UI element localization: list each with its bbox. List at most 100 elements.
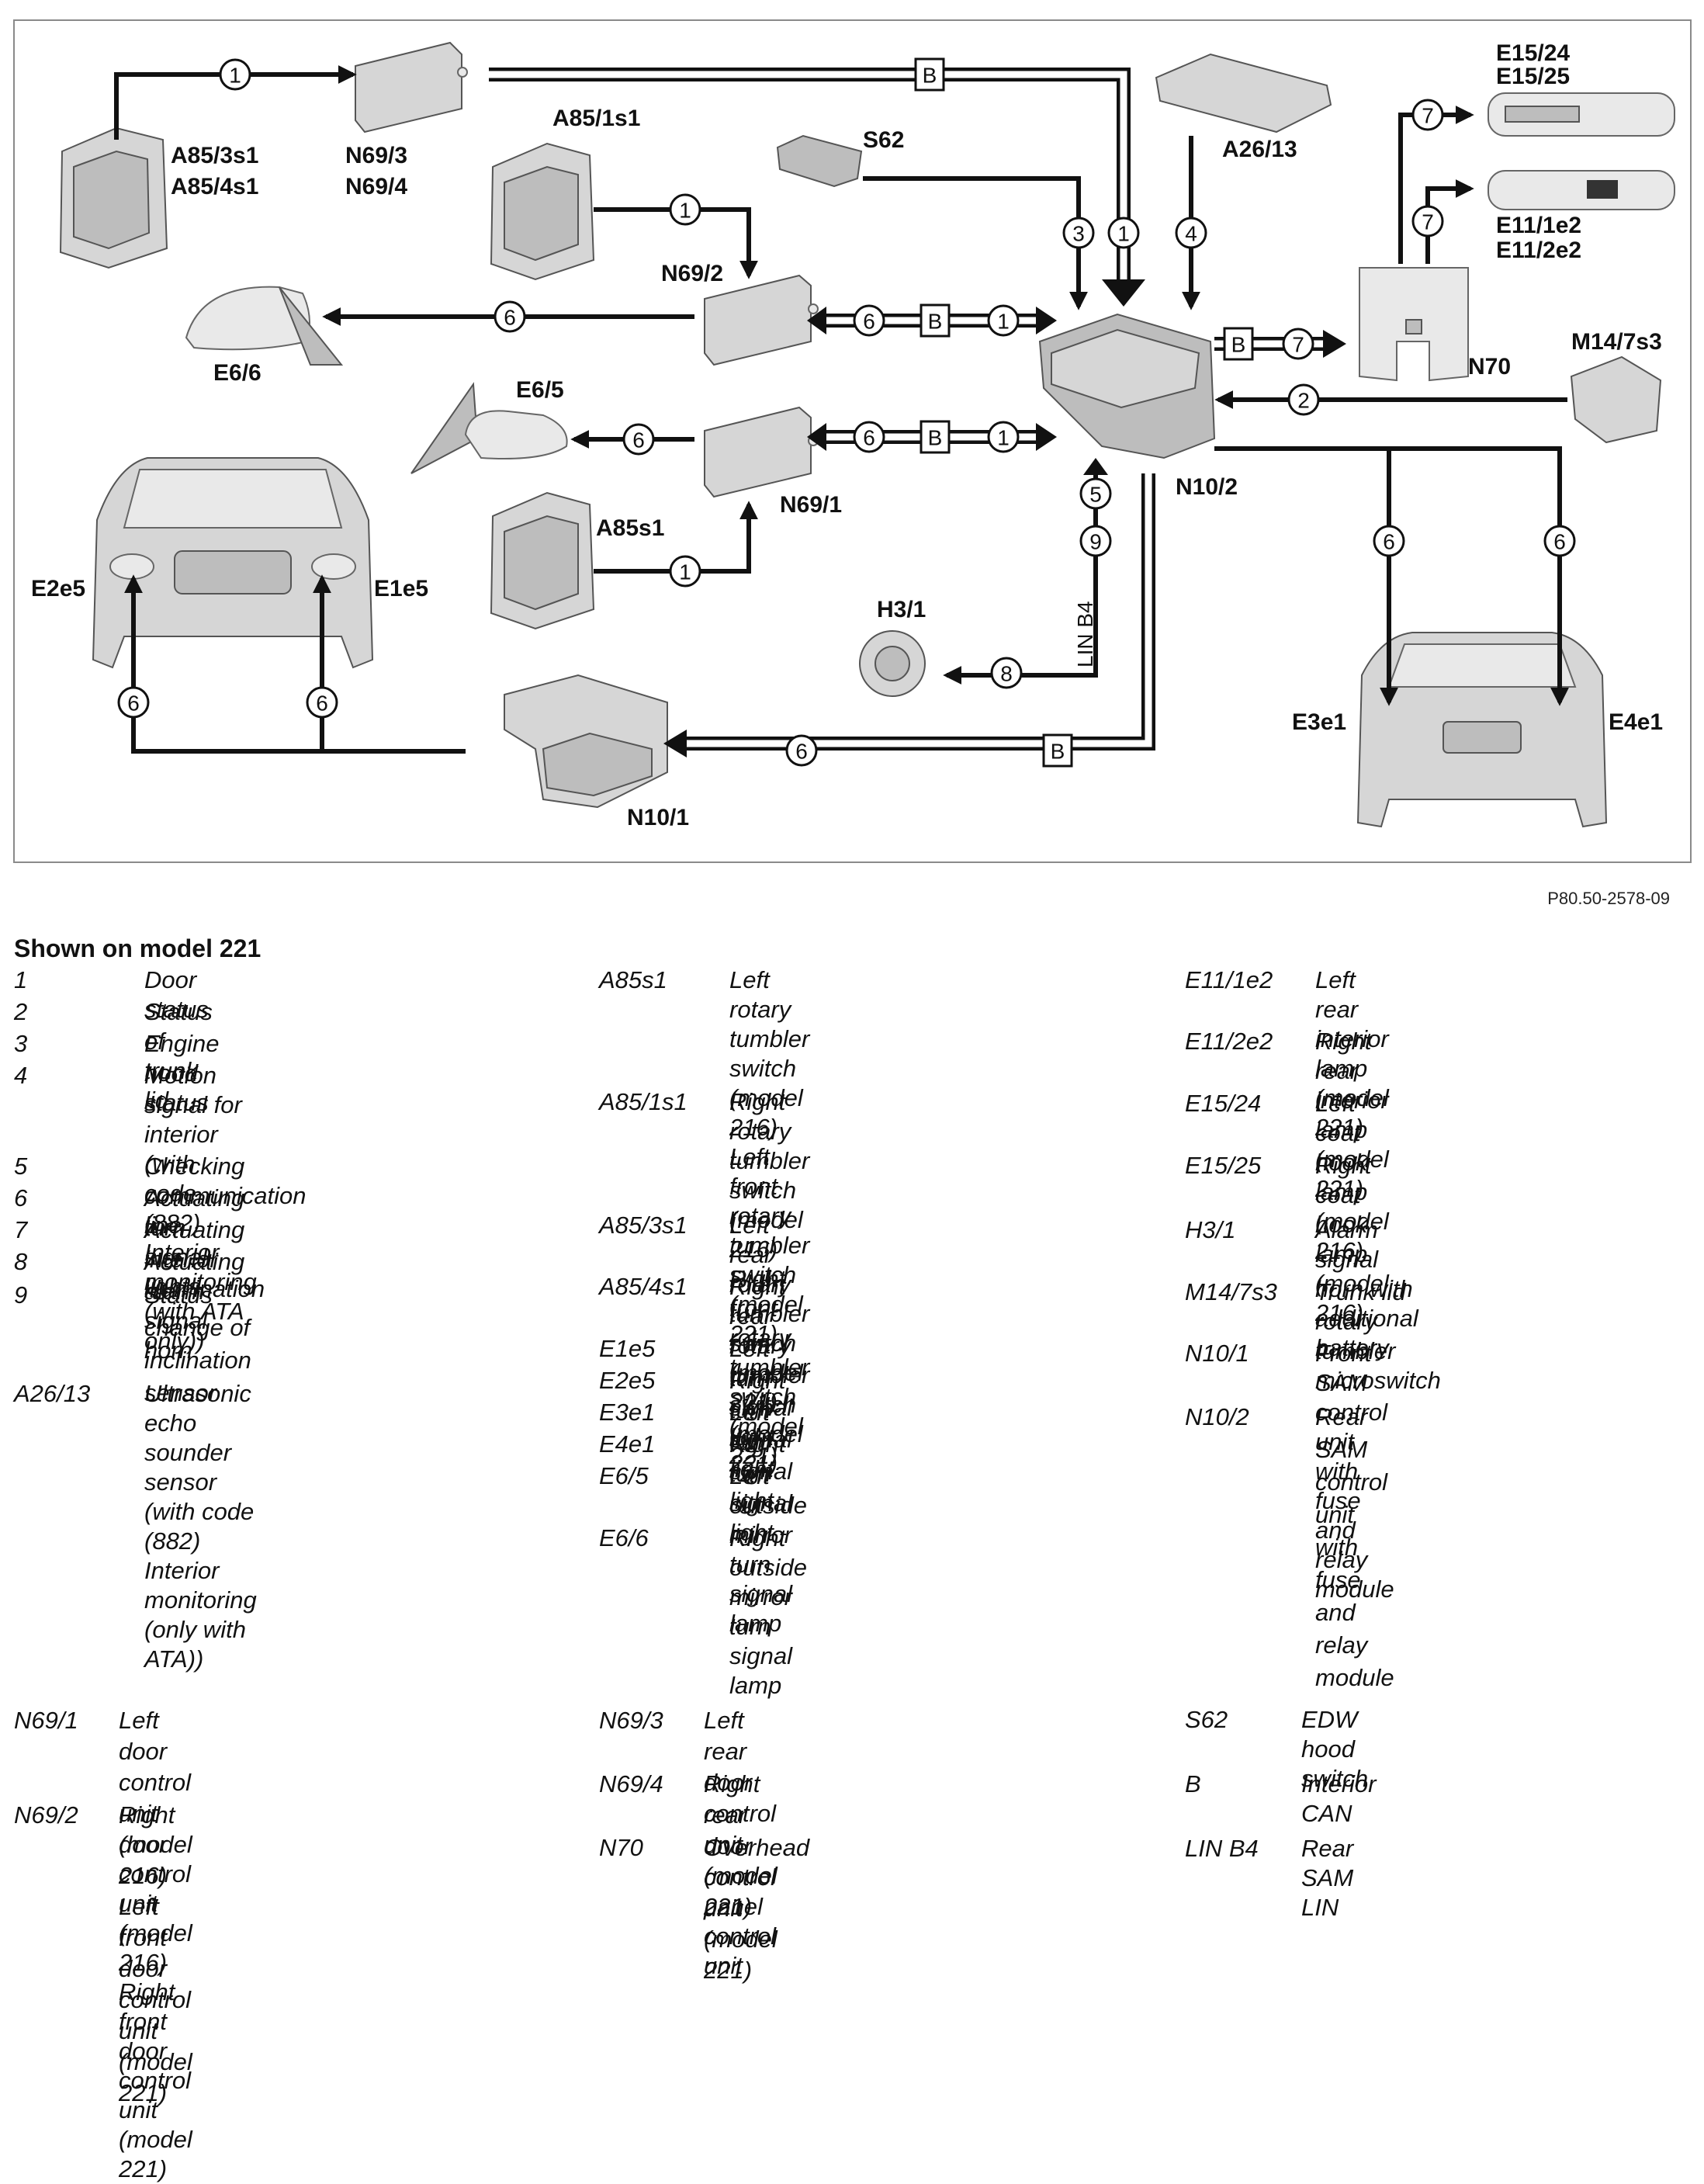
component-a26-13 <box>1155 53 1332 133</box>
label-e4e1: E4e1 <box>1609 709 1663 735</box>
legend-value: Right rear interior lamp (model 221) <box>1315 1028 1389 1202</box>
legend-key: E3e1 <box>599 1399 656 1426</box>
legend-key: E6/6 <box>599 1524 649 1551</box>
svg-text:B: B <box>1051 740 1065 764</box>
label-e3e1: E3e1 <box>1292 709 1346 735</box>
component-a85s1 <box>490 491 595 630</box>
label-e1e5: E1e5 <box>374 576 428 601</box>
legend-key: N70 <box>599 1834 643 1861</box>
svg-text:6: 6 <box>863 310 875 334</box>
legend-value: Right rear rotary tumbler switch (model … <box>729 1273 810 1477</box>
legend-key: E15/25 <box>1185 1152 1262 1179</box>
label-a85-4s1: A85/4s1 <box>171 174 258 199</box>
legend-value: Actuating alarm signal horn <box>144 1248 245 1364</box>
legend-key: 9 <box>14 1281 28 1309</box>
legend-key: A85/1s1 <box>599 1088 687 1115</box>
signal-marker-2: 2 <box>1287 383 1320 416</box>
component-rear-car <box>1356 632 1608 828</box>
signal-marker-6-front-right: 6 <box>306 686 338 719</box>
svg-text:3: 3 <box>1072 222 1085 246</box>
signal-marker-9: 9 <box>1079 525 1112 557</box>
signal-marker-6-rear-right: 6 <box>1543 525 1576 557</box>
svg-text:5: 5 <box>1089 483 1102 507</box>
legend-key: LIN B4 <box>1185 1835 1259 1862</box>
legend-value: Right coat hook lamp (model 216) <box>1315 1152 1389 1326</box>
legend-value: Ultrasonic echo sounder sensor (with cod… <box>144 1380 257 1673</box>
component-a85-1s1 <box>490 142 595 281</box>
legend-key: B <box>1185 1770 1201 1797</box>
signal-marker-1-can: 1 <box>1107 217 1140 249</box>
label-e2e5: E2e5 <box>31 576 85 601</box>
legend-value: Actuating turn signal lights <box>144 1184 245 1300</box>
signal-marker-6-e6-5: 6 <box>622 423 655 456</box>
svg-text:6: 6 <box>1553 530 1566 554</box>
legend-value: Overhead control panel control unit <box>704 1834 810 1979</box>
wiring-diagram: 1 1 3 1 4 7 7 6 6 1 7 2 <box>31 40 1675 830</box>
legend-key: E2e5 <box>599 1367 656 1394</box>
label-n70: N70 <box>1468 354 1511 380</box>
svg-text:B: B <box>928 426 943 450</box>
svg-text:6: 6 <box>127 692 140 716</box>
signal-marker-8: 8 <box>990 657 1023 689</box>
legend-key: M14/7s3 <box>1185 1278 1277 1305</box>
svg-text:6: 6 <box>632 428 645 452</box>
legend-value: Actuating interior illumination <box>144 1216 265 1302</box>
legend-value: Left coat hook lamp (model 216) <box>1315 1090 1389 1264</box>
legend-value: Right outside mirror turn signal lamp <box>729 1524 807 1699</box>
label-a26-13: A26/13 <box>1222 137 1297 162</box>
bus-box-b-n70: B <box>1223 327 1254 361</box>
label-n69-2: N69/2 <box>661 261 723 286</box>
label-s62: S62 <box>863 127 904 153</box>
legend-key: N69/1 <box>14 1707 78 1734</box>
component-n69-2 <box>704 274 819 366</box>
legend-value: Left rotary tumbler switch (model 216) L… <box>729 966 810 1347</box>
component-n70 <box>1359 267 1469 382</box>
legend-value: Door status <box>144 966 209 1023</box>
signal-marker-7-upper: 7 <box>1411 99 1444 131</box>
legend-key: 3 <box>14 1030 28 1057</box>
legend-key: 7 <box>14 1216 28 1243</box>
component-n69-3 <box>355 41 468 133</box>
svg-text:B: B <box>928 310 943 334</box>
svg-text:9: 9 <box>1089 530 1102 554</box>
svg-text:B: B <box>923 64 937 88</box>
legend-value: Trunk lid rotary tumbler microswitch <box>1315 1278 1441 1394</box>
component-e6-5 <box>410 382 568 474</box>
signal-marker-1-a85-1s1: 1 <box>669 193 701 226</box>
label-e6-6: E6/6 <box>213 360 261 386</box>
figure-code: P80.50-2578-09 <box>1547 889 1670 908</box>
label-a85s1: A85s1 <box>596 515 664 541</box>
component-front-car <box>92 457 374 669</box>
signal-marker-1-n69-2: 1 <box>987 304 1020 337</box>
legend-key: 4 <box>14 1062 28 1089</box>
legend-value: Interior CAN <box>1301 1770 1377 1827</box>
signal-marker-6-front-left: 6 <box>117 686 150 719</box>
legend-value: Right turn signal light <box>729 1430 792 1546</box>
legend-value: Engine hood status <box>144 1030 220 1116</box>
legend-value: Left outside mirror turn signal lamp <box>729 1462 807 1637</box>
svg-text:1: 1 <box>679 560 691 584</box>
legend-key: 1 <box>14 966 28 993</box>
signal-marker-6-n10-1: 6 <box>785 734 818 767</box>
svg-text:6: 6 <box>863 426 875 450</box>
legend-key: N69/2 <box>14 1801 78 1829</box>
legend-key: N69/4 <box>599 1770 663 1797</box>
signal-marker-6-n69-2: 6 <box>853 304 885 337</box>
legend-value: Checking communication line <box>144 1153 307 1239</box>
svg-text:B: B <box>1231 333 1246 357</box>
svg-text:1: 1 <box>997 426 1010 450</box>
svg-text:7: 7 <box>1422 210 1434 234</box>
svg-text:7: 7 <box>1292 333 1304 357</box>
signal-marker-6-n69-1: 6 <box>853 421 885 453</box>
label-e15-25: E15/25 <box>1496 64 1570 89</box>
signal-marker-6-e6-6: 6 <box>494 300 526 333</box>
legend-value: Rear SAM LIN <box>1301 1835 1354 1921</box>
label-n10-1: N10/1 <box>627 805 689 830</box>
legend-value: Rear SAM control unit with fuse and rela… <box>1315 1403 1394 1691</box>
bus-box-b-n10-1: B <box>1042 733 1073 768</box>
bus-box-b-n69-2: B <box>920 303 951 338</box>
legend-key: A85/3s1 <box>599 1212 687 1239</box>
legend-value: Left rear interior lamp (model 221) <box>1315 966 1389 1141</box>
legend-key: A85s1 <box>599 966 667 993</box>
legend-key: 8 <box>14 1248 28 1275</box>
